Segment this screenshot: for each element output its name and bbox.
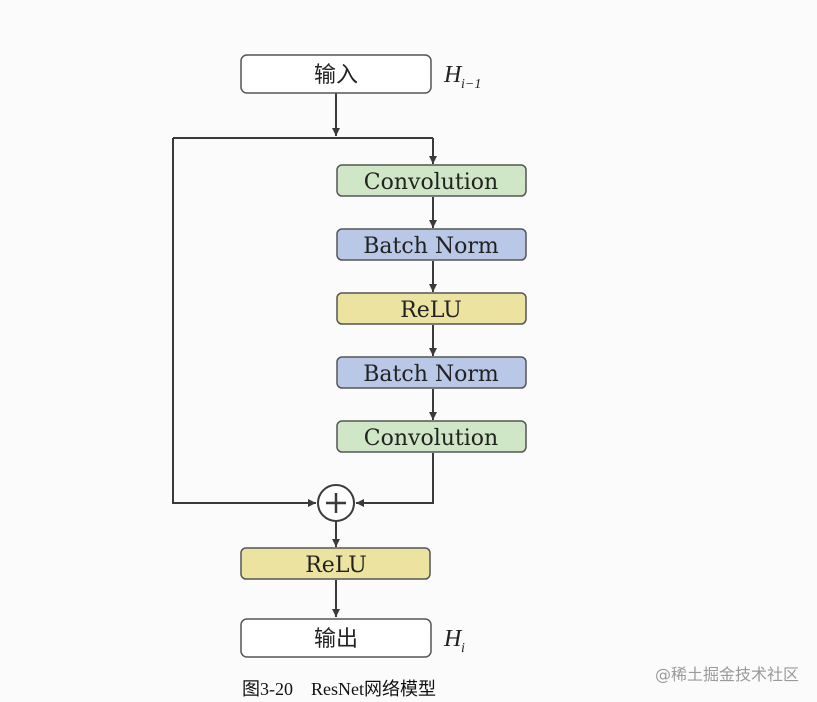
connectors [172, 93, 437, 617]
batchnorm2-box [336, 356, 527, 389]
output-node: 输出 [240, 618, 432, 658]
output-var-symbol: H [443, 626, 463, 652]
batchnorm2-label: Batch Norm [363, 362, 499, 387]
relu2-node: ReLU [240, 547, 431, 580]
conv1-label: Convolution [364, 170, 498, 195]
relu1-node: ReLU [336, 292, 527, 325]
batchnorm1-box [336, 228, 527, 261]
batchnorm2-node: Batch Norm [336, 356, 527, 389]
conv2-node: Convolution [336, 420, 527, 453]
relu1-box [336, 292, 527, 325]
input-variable: H i−1 [443, 62, 481, 92]
batchnorm1-node: Batch Norm [336, 228, 527, 261]
relu2-label: ReLU [305, 553, 367, 578]
relu1-label: ReLU [400, 298, 462, 323]
arrow-conv2-to-add [356, 453, 434, 507]
conv1-box [336, 164, 527, 197]
figure-caption: 图3-20 ResNet网络模型 [242, 679, 436, 699]
conv2-box [336, 420, 527, 453]
conv1-node: Convolution [336, 164, 527, 197]
relu2-box [240, 547, 431, 580]
output-variable: H i [443, 626, 465, 656]
input-var-symbol: H [443, 62, 463, 88]
conv2-label: Convolution [364, 426, 498, 451]
output-box [240, 618, 432, 658]
input-label: 输入 [314, 63, 358, 88]
output-var-subscript: i [461, 641, 465, 656]
skip-connection [172, 138, 316, 507]
input-var-subscript: i−1 [461, 77, 481, 92]
add-node [317, 484, 355, 522]
output-label: 输出 [314, 627, 358, 652]
input-box [240, 54, 432, 94]
batchnorm1-label: Batch Norm [363, 234, 499, 259]
input-node: 输入 [240, 54, 432, 94]
watermark: @稀土掘金技术社区 [655, 665, 799, 684]
